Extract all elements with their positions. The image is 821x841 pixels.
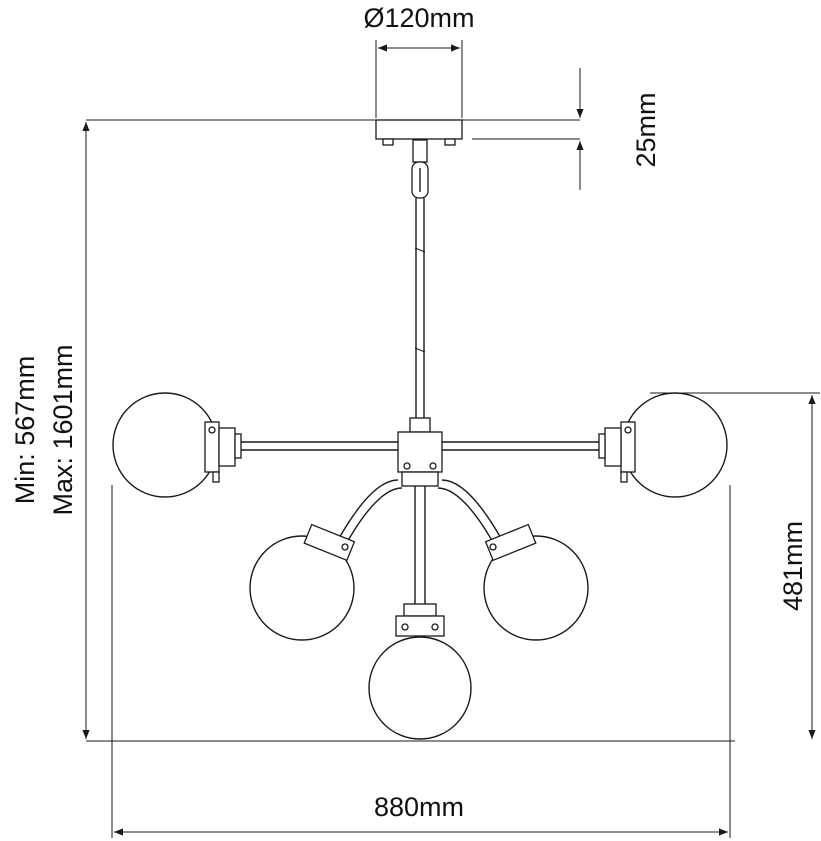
globe-bottom [368,603,472,740]
drop-max-label: Max: 1601mm [48,344,78,515]
overall-width-label: 880mm [374,792,464,822]
suspension-rod [411,139,429,432]
canopy-height-label: 25mm [631,92,661,167]
canopy-diameter-dimension: Ø120mm [363,3,475,118]
overall-width-dimension: 880mm [114,792,728,836]
body-height-dimension: 481mm [778,395,816,739]
center-hub [397,417,443,487]
horizontal-arms [240,441,600,451]
globe-right [598,392,728,498]
globe-lower-left [249,523,356,641]
drop-min-label: Min: 567mm [10,356,40,505]
canopy-diameter-label: Ø120mm [363,3,474,33]
curved-arms [337,479,503,545]
globe-lower-right [483,523,589,641]
canopy-height-dimension: 25mm [576,68,661,190]
center-down-rod [414,486,426,606]
drop-height-dimension: Min: 567mm Max: 1601mm [10,122,90,739]
globe-left [112,392,242,498]
body-height-label: 481mm [778,521,808,611]
ceiling-canopy [375,119,463,146]
